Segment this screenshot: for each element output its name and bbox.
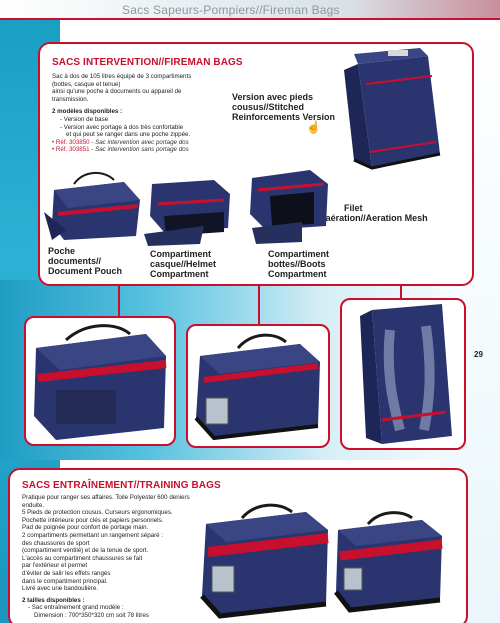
label-line: Poche <box>48 246 76 256</box>
desc-line: par l'extérieur et permet <box>22 562 88 570</box>
label-mesh: Filet d'aération//Aeration Mesh <box>318 203 428 223</box>
reference-2: • Réf. 303851 - Sac intervention sans po… <box>52 146 232 154</box>
label-line: cousus//Stitched <box>232 102 305 112</box>
label-line: Reinforcements Version <box>232 112 336 122</box>
desc-line: (compartiment ventilé) et de la tenue de… <box>22 547 149 555</box>
bag-pouch-image <box>44 172 140 240</box>
training-bag-small-image <box>334 511 443 613</box>
header-accent <box>350 0 500 20</box>
photo-bag-front <box>24 316 176 446</box>
photo-bag-open <box>186 324 330 448</box>
bag-front-image <box>34 324 167 440</box>
ref-code: • Réf. 303850 <box>52 138 90 146</box>
bag-boots-image <box>250 170 328 244</box>
bag-open-image <box>194 333 320 441</box>
model-item: - Version avec portage à dos très confor… <box>60 123 184 131</box>
desc-line: Pad de poignée pour confort de portage m… <box>22 524 149 532</box>
label-line: Compartment <box>150 269 209 279</box>
label-line: Filet <box>344 203 363 213</box>
connector-line <box>400 286 402 298</box>
label-line: Version avec pieds <box>232 92 314 102</box>
desc-line: des chaussures de sport <box>22 539 90 547</box>
training-bag-large-image <box>200 503 329 619</box>
training-description: Pratique pour ranger ses affaires. Toile… <box>22 494 204 620</box>
page-title: Sacs Sapeurs-Pompiers//Fireman Bags <box>122 3 340 17</box>
desc-line: 2 compartiments permettant un rangement … <box>22 531 164 539</box>
model-item: et qui peut se ranger dans une poche zip… <box>66 131 191 139</box>
label-line: d'aération//Aeration Mesh <box>318 213 428 223</box>
label-boots: Compartiment bottes//Boots Compartment <box>268 249 329 279</box>
label-line: Compartiment <box>268 249 330 259</box>
desc-line: Sac à dos de 105 litres équipé de 3 comp… <box>52 73 192 80</box>
label-line: Compartment <box>268 269 327 279</box>
reference-1: • Réf. 303850 - Sac intervention avec po… <box>52 139 232 147</box>
models-heading: 2 modèles disponibles : <box>52 108 123 116</box>
backpack-image <box>344 48 441 170</box>
desc-line: Pratique pour ranger ses affaires. Toile… <box>22 494 190 509</box>
desc-line: L'accès au compartiment chaussures se fa… <box>22 554 143 562</box>
desc-line: (bottes, casque et tenue) <box>52 80 121 88</box>
backpack-straps-image <box>360 304 452 444</box>
page-number: 29 <box>474 350 483 359</box>
connector-line <box>258 286 260 324</box>
desc-line: dans le compartiment principal. <box>22 577 108 585</box>
intervention-description: Sac à dos de 105 litres équipé de 3 comp… <box>52 73 232 154</box>
label-line: bottes//Boots <box>268 259 326 269</box>
page-header: Sacs Sapeurs-Pompiers//Fireman Bags <box>0 0 500 20</box>
ref-code: • Réf. 303851 <box>52 146 90 154</box>
label-pouch: Poche documents// Document Pouch <box>48 246 122 276</box>
desc-line: ainsi qu'une poche à documents ou appare… <box>52 88 182 96</box>
photo-backpack-straps <box>340 298 466 450</box>
label-line: documents// <box>48 256 102 266</box>
bag-helmet-image <box>144 180 230 246</box>
label-helmet: Compartiment casque//Helmet Compartment <box>150 249 216 279</box>
label-line: Document Pouch <box>48 266 123 276</box>
pointing-hand-icon: ☝ <box>306 120 321 134</box>
label-line: Compartiment <box>150 249 212 259</box>
training-title: SACS ENTRAÎNEMENT//TRAINING BAGS <box>22 480 221 491</box>
connector-line <box>118 286 120 316</box>
label-stitched: Version avec pieds cousus//Stitched Rein… <box>232 92 335 122</box>
model-item: - Version de base <box>60 115 109 123</box>
desc-line: Livré avec une bandoulière. <box>22 585 99 593</box>
label-line: casque//Helmet <box>150 259 217 269</box>
intervention-title: SACS INTERVENTION//FIREMAN BAGS <box>52 57 243 68</box>
size-item: Dimension : 700*350*320 cm soit 78 litre… <box>34 611 149 619</box>
ref-desc: - Sac intervention sans portage dos <box>89 146 189 154</box>
ref-desc: - Sac intervention avec portage dos <box>89 138 189 146</box>
sizes-heading: 2 tailles disponibles : <box>22 596 85 604</box>
desc-line: transmission. <box>52 95 89 103</box>
size-item: - Sac entraînement grand modèle : <box>28 604 124 612</box>
desc-line: Pochette intérieure pour clés et papiers… <box>22 516 164 524</box>
desc-line: d'éviter de salir les effets rangés <box>22 569 111 577</box>
desc-line: 5 Pieds de protection cousus. Curseurs e… <box>22 509 173 517</box>
